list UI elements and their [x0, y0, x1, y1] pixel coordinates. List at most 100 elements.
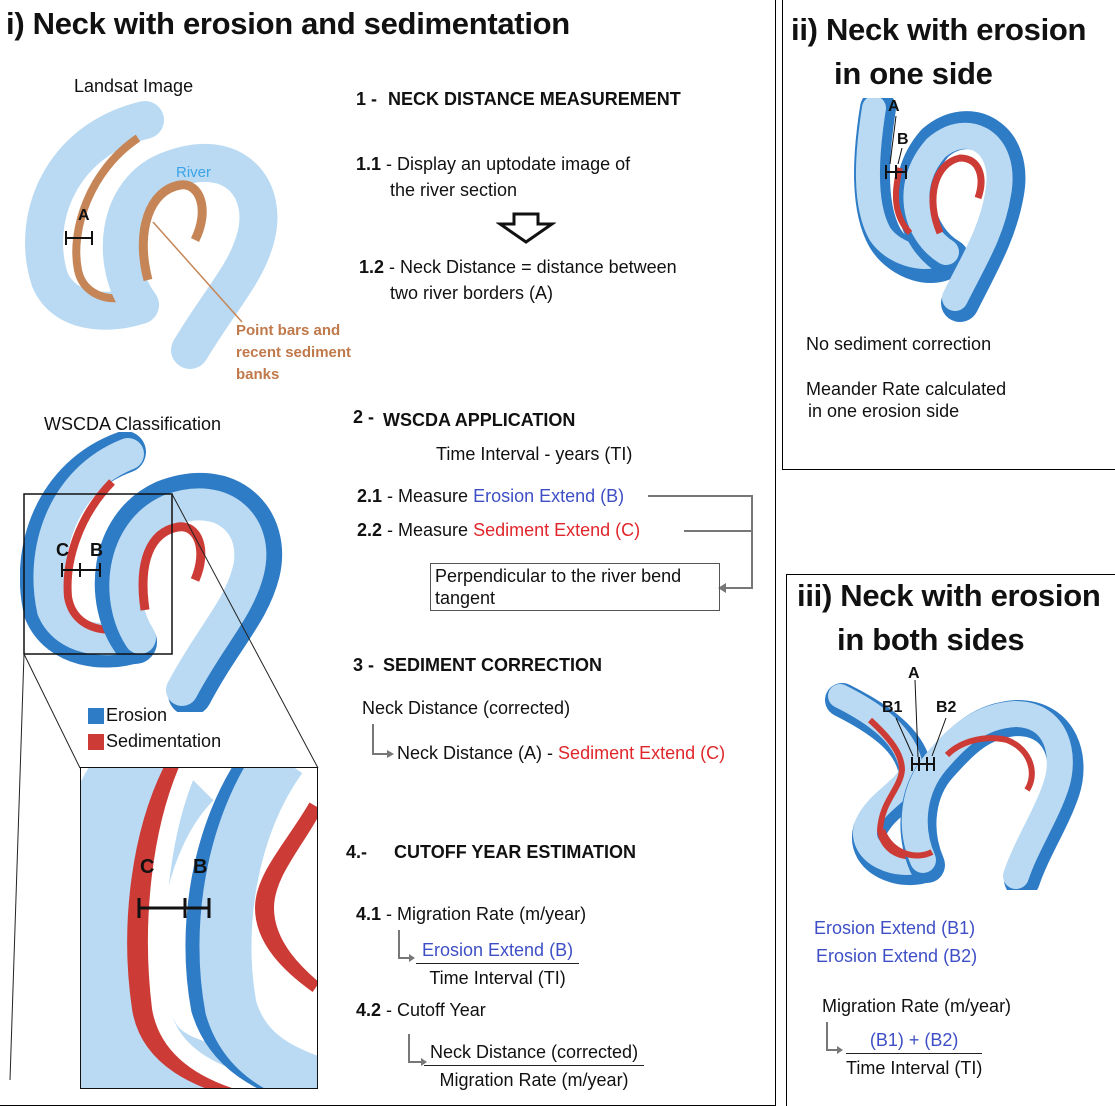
step4-1-numerator: Erosion Extend (B) [416, 940, 580, 964]
wscda-river-left-arm-fill [33, 438, 151, 656]
panel-ii-note2-line2: in one erosion side [808, 401, 960, 421]
step3-heading: 3 - SEDIMENT CORRECTION [353, 655, 602, 676]
wscda-label: WSCDA Classification [44, 414, 222, 434]
step1-2-text1: - Neck Distance = distance between [384, 257, 677, 277]
step2-sub: Time Interval - years (TI) [436, 444, 633, 464]
landsat-label: Landsat Image [74, 76, 194, 96]
step4-1-num: 4.1 [356, 904, 382, 924]
wscda-sediment-right [138, 522, 206, 611]
panel-iii [786, 574, 1115, 1106]
step2-heading: 2 - WSCDA APPLICATION [353, 407, 576, 431]
step4-2-line: 4.2 - Cutoff Year [356, 1000, 486, 1021]
panel-iii-label-b1: B1 [882, 699, 903, 716]
panel-i-title: i) Neck with erosion and sedimentation [6, 6, 570, 41]
step1-1-line1: 1.1 - Display an uptodate image of [356, 154, 630, 175]
pointbar-leader [152, 221, 243, 323]
step2-title: WSCDA APPLICATION [383, 410, 576, 430]
step4-2-denominator: Migration Rate (m/year) [439, 1070, 629, 1090]
landsat-river-right-loop [102, 143, 278, 369]
step1-1-line2: the river section [390, 180, 518, 200]
step4-2-arrow-icon [408, 1034, 427, 1066]
step2-2-num: 2.2 [357, 520, 383, 540]
panel-ii-label-b: B [897, 131, 909, 148]
zoom-label-b: B [193, 856, 208, 878]
wscda-label-c: C [56, 540, 69, 560]
step1-2-num: 1.2 [359, 257, 385, 277]
down-arrow-icon [496, 212, 556, 244]
wscda-river-diagram [20, 432, 283, 712]
legend-erosion-swatch [88, 708, 104, 724]
step1-title: NECK DISTANCE MEASUREMENT [388, 89, 681, 109]
landsat-river-left-arm [25, 101, 164, 330]
step1-1-num: 1.1 [356, 154, 382, 174]
panel-ii-title-line2: in one side [834, 56, 993, 91]
step2-2-line: 2.2 - Measure Sediment Extend (C) [357, 520, 640, 541]
river-label: River [176, 164, 212, 181]
zoom-view [80, 767, 318, 1089]
panel-iii-denominator: Time Interval (TI) [846, 1058, 983, 1078]
zoom-river-diagram [81, 768, 317, 1088]
panel-iii-fraction: (B1) + (B2) Time Interval (TI) [846, 1030, 983, 1079]
zoom-box [23, 493, 173, 655]
wscda-sediment-left [63, 479, 115, 634]
panel-iii-river-diagram [825, 680, 1084, 890]
panel-ii-label-a: A [888, 98, 900, 115]
step3-num: 3 - [353, 655, 375, 675]
step4-1-fraction: Erosion Extend (B) Time Interval (TI) [416, 940, 580, 989]
panel-iii-label-a: A [908, 665, 920, 682]
step4-1-denominator: Time Interval (TI) [429, 968, 566, 988]
panel-ii-note2-line1: Meander Rate calculated [806, 379, 1007, 399]
legend-sedimentation-label: Sedimentation [106, 731, 222, 751]
step2-2-colored: Sediment Extend (C) [473, 520, 641, 540]
step1-num: 1 - [356, 89, 378, 109]
step4-2-num: 4.2 [356, 1000, 382, 1020]
step4-1-line: 4.1 - Migration Rate (m/year) [356, 904, 586, 925]
step2-1-colored: Erosion Extend (B) [473, 486, 625, 506]
bracket-arrow [648, 495, 753, 593]
step1-2-line2: two river borders (A) [390, 283, 554, 303]
step2-num: 2 - [353, 407, 375, 427]
step2-2-pre: - Measure [382, 520, 474, 540]
step3-line2-colored: Sediment Extend (C) [558, 743, 726, 763]
pointbars-label: Point bars and recent sediment banks [236, 322, 352, 383]
wscda-label-b: B [90, 540, 103, 560]
landsat-river-diagram [25, 101, 278, 369]
step4-1-arrow-icon [398, 930, 415, 962]
perpendicular-box: Perpendicular to the river bend tangent [430, 563, 720, 611]
step2-1-line: 2.1 - Measure Erosion Extend (B) [357, 486, 624, 507]
step3-title: SEDIMENT CORRECTION [383, 655, 603, 675]
panel-iii-label-b2: B2 [936, 699, 957, 716]
panel-iii-numerator: (B1) + (B2) [846, 1030, 983, 1054]
legend-erosion-label: Erosion [106, 705, 168, 725]
panel-iii-arrow-icon [826, 1022, 843, 1054]
step3-line2: Neck Distance (A) - Sediment Extend (C) [397, 743, 725, 764]
landsat-pointbar-right [138, 180, 207, 282]
landsat-label-a: A [78, 207, 90, 224]
zoom-label-c: C [140, 856, 155, 878]
step1-1-text1: - Display an uptodate image of [381, 154, 631, 174]
step4-1-text: - Migration Rate (m/year) [381, 904, 587, 924]
step1-2-line1: 1.2 - Neck Distance = distance between [359, 257, 677, 278]
panel-iii-ext2: Erosion Extend (B2) [816, 946, 978, 966]
step4-2-numerator: Neck Distance (corrected) [424, 1042, 645, 1066]
step4-heading: 4.- CUTOFF YEAR ESTIMATION [346, 842, 636, 863]
legend-sedimentation-swatch [88, 734, 104, 750]
step3-line1: Neck Distance (corrected) [362, 698, 571, 718]
step1-heading: 1 - NECK DISTANCE MEASUREMENT [356, 89, 681, 110]
panel-ii-title-line1: ii) Neck with erosion [791, 12, 1087, 47]
panel-ii-river-diagram [854, 98, 1026, 322]
panel-iii-ext1: Erosion Extend (B1) [814, 918, 976, 938]
panel-iii-title-line1: iii) Neck with erosion [797, 578, 1101, 613]
panel-iii-title-line2: in both sides [837, 622, 1025, 657]
panel-ii-note1: No sediment correction [806, 334, 992, 354]
zoom-connector-lines [9, 493, 319, 1080]
step3-arrow-icon [372, 724, 394, 758]
step4-title: CUTOFF YEAR ESTIMATION [394, 842, 637, 862]
step2-1-num: 2.1 [357, 486, 383, 506]
landsat-pointbar-left [72, 134, 141, 303]
step4-2-text: - Cutoff Year [381, 1000, 486, 1020]
panel-iii-migration: Migration Rate (m/year) [822, 996, 1012, 1016]
step3-line2-pre: Neck Distance (A) - [397, 743, 559, 763]
step4-num: 4.- [346, 842, 368, 862]
wscda-river-right-loop-fill [109, 488, 267, 706]
